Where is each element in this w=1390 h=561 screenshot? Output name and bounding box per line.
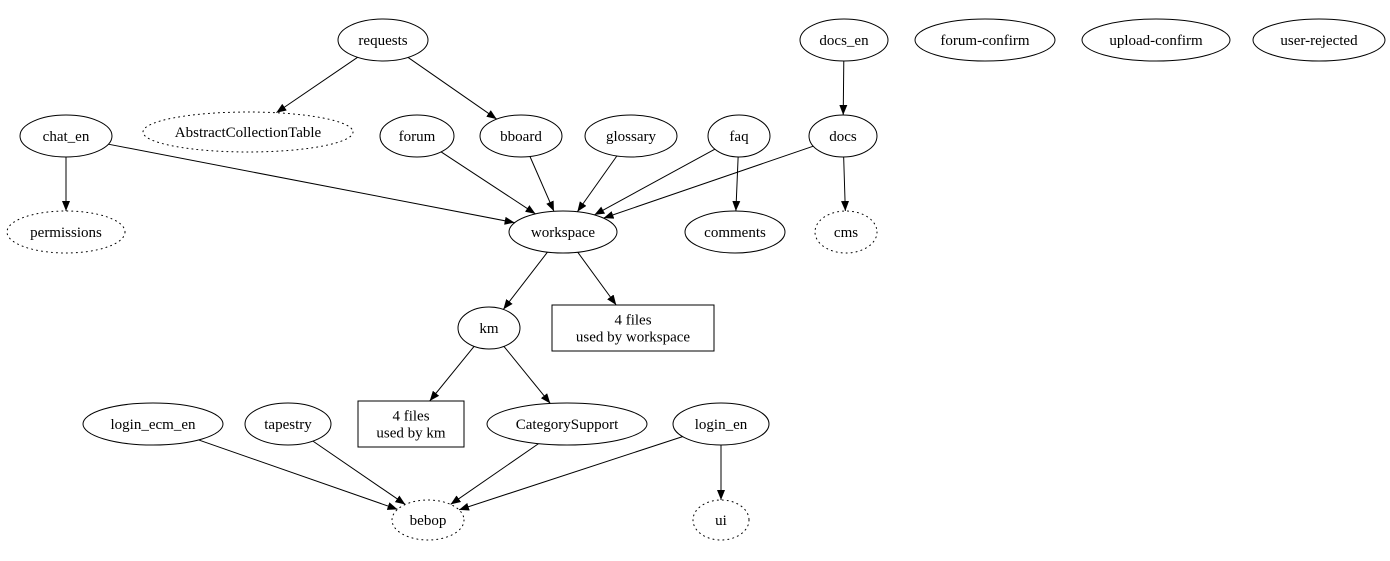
edge-km-files_km	[429, 346, 475, 402]
node-shape-ellipse	[479, 114, 563, 158]
node-bebop: bebop	[391, 499, 465, 541]
node-label-CategorySupport: CategorySupport	[516, 417, 619, 433]
node-label-km: km	[479, 321, 499, 337]
edge-requests-bboard	[407, 57, 497, 120]
node-forum-confirm: forum-confirm	[914, 18, 1056, 62]
node-label-forum: forum	[399, 129, 436, 145]
node-shape-ellipse	[799, 18, 889, 62]
edge-login_ecm_en-bebop	[198, 439, 398, 510]
edge-glossary-workspace	[576, 155, 618, 213]
node-shape-ellipse	[1081, 18, 1231, 62]
node-label-ui: ui	[715, 513, 727, 529]
edge-forum-workspace	[440, 151, 536, 215]
node-cms: cms	[814, 210, 878, 254]
node-shape-ellipse	[508, 210, 618, 254]
node-label-chat_en: chat_en	[43, 129, 90, 145]
node-login_ecm_en: login_ecm_en	[82, 402, 224, 446]
node-login_en: login_en	[672, 402, 770, 446]
node-label-docs_en: docs_en	[819, 33, 869, 49]
node-label-comments: comments	[704, 225, 766, 241]
node-shape-ellipse	[584, 114, 678, 158]
node-tapestry: tapestry	[244, 402, 332, 446]
edge-requests-AbstractCollectionTable	[275, 56, 358, 114]
edge-workspace-files_workspace	[577, 251, 617, 306]
node-shape-box	[357, 400, 465, 448]
node-CategorySupport: CategorySupport	[486, 402, 648, 446]
edge-workspace-km	[502, 251, 548, 310]
node-shape-ellipse	[672, 402, 770, 446]
node-upload-confirm: upload-confirm	[1081, 18, 1231, 62]
edge-docs-cms	[841, 156, 850, 212]
node-AbstractCollectionTable: AbstractCollectionTable	[142, 111, 354, 153]
node-shape-ellipse	[814, 210, 878, 254]
node-shape-ellipse	[1252, 18, 1386, 62]
node-label-permissions: permissions	[30, 225, 102, 241]
edge-faq-workspace	[594, 148, 716, 216]
edge-faq-comments	[732, 156, 741, 212]
node-shape-ellipse	[391, 499, 465, 541]
node-ui: ui	[692, 499, 750, 541]
edge-tapestry-bebop	[312, 440, 406, 505]
node-shape-ellipse	[6, 210, 126, 254]
node-shape-ellipse	[142, 111, 354, 153]
node-user-rejected: user-rejected	[1252, 18, 1386, 62]
node-shape-ellipse	[379, 114, 455, 158]
edge-login_en-bebop	[458, 436, 683, 511]
node-faq: faq	[707, 114, 771, 158]
node-forum: forum	[379, 114, 455, 158]
node-comments: comments	[684, 210, 786, 254]
edge-chat_en-workspace	[108, 143, 515, 225]
node-label-requests: requests	[358, 33, 407, 49]
node-label-cms: cms	[834, 225, 858, 241]
node-shape-ellipse	[914, 18, 1056, 62]
node-shape-ellipse	[684, 210, 786, 254]
node-label-workspace: workspace	[531, 225, 595, 241]
node-shape-ellipse	[19, 114, 113, 158]
node-workspace: workspace	[508, 210, 618, 254]
node-permissions: permissions	[6, 210, 126, 254]
node-label-glossary: glossary	[606, 129, 656, 145]
node-label-login_ecm_en: login_ecm_en	[111, 417, 196, 433]
node-shape-ellipse	[692, 499, 750, 541]
node-shape-box	[551, 304, 715, 352]
node-label-AbstractCollectionTable: AbstractCollectionTable	[175, 125, 322, 141]
edge-docs-workspace	[603, 145, 814, 219]
node-docs_en: docs_en	[799, 18, 889, 62]
node-km: km	[457, 306, 521, 350]
node-label-login_en: login_en	[695, 417, 748, 433]
node-shape-ellipse	[808, 114, 878, 158]
node-label-bebop: bebop	[410, 513, 447, 529]
edge-bboard-workspace	[529, 156, 555, 212]
node-requests: requests	[337, 18, 429, 62]
node-shape-ellipse	[457, 306, 521, 350]
node-shape-ellipse	[486, 402, 648, 446]
node-glossary: glossary	[584, 114, 678, 158]
node-label-docs: docs	[829, 129, 857, 145]
node-label-faq: faq	[729, 129, 749, 145]
node-label-user-rejected: user-rejected	[1280, 33, 1358, 49]
edge-CategorySupport-bebop	[450, 443, 539, 505]
node-shape-ellipse	[82, 402, 224, 446]
node-label-upload-confirm: upload-confirm	[1109, 33, 1203, 49]
node-bboard: bboard	[479, 114, 563, 158]
edge-docs_en-docs	[839, 60, 848, 116]
edge-km-CategorySupport	[503, 346, 551, 404]
node-label-tapestry: tapestry	[264, 417, 312, 433]
node-shape-ellipse	[707, 114, 771, 158]
node-shape-ellipse	[244, 402, 332, 446]
node-docs: docs	[808, 114, 878, 158]
node-label-forum-confirm: forum-confirm	[940, 33, 1029, 49]
node-chat_en: chat_en	[19, 114, 113, 158]
node-shape-ellipse	[337, 18, 429, 62]
node-label-bboard: bboard	[500, 129, 542, 145]
